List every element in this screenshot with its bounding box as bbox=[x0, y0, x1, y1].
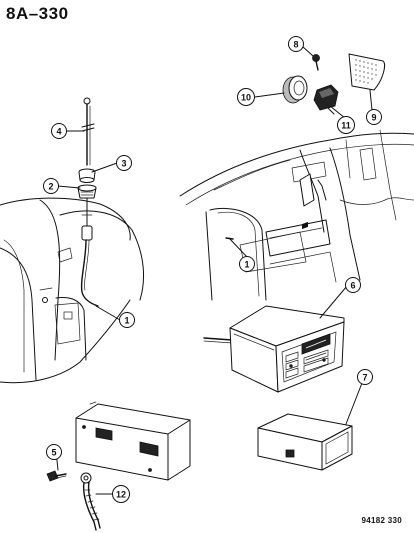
antenna-cap-nut bbox=[78, 168, 96, 183]
callout-1-panel-label: 1 bbox=[244, 260, 249, 270]
bracket-11 bbox=[313, 84, 339, 115]
instrument-panel bbox=[179, 129, 414, 301]
antenna-cable bbox=[80, 197, 99, 307]
callout-4-label: 4 bbox=[56, 127, 61, 137]
antenna-adapter bbox=[77, 184, 97, 199]
storage-bin-7 bbox=[257, 413, 353, 471]
callout-2: 2 bbox=[43, 178, 59, 194]
callout-5-label: 5 bbox=[51, 448, 56, 458]
callout-1-cable-label: 1 bbox=[124, 316, 129, 326]
callout-12-label: 12 bbox=[116, 490, 126, 500]
callout-11: 11 bbox=[337, 116, 355, 134]
callout-9: 9 bbox=[366, 109, 382, 125]
callout-10: 10 bbox=[237, 88, 255, 106]
speaker-grille-9 bbox=[348, 53, 386, 91]
callout-4: 4 bbox=[51, 123, 67, 139]
callout-8: 8 bbox=[288, 36, 304, 52]
radio-receiver-6 bbox=[203, 221, 345, 393]
callout-9-label: 9 bbox=[371, 113, 376, 123]
screw-5 bbox=[46, 470, 67, 482]
callout-8-label: 8 bbox=[293, 40, 298, 50]
figure-code: 94182 330 bbox=[361, 516, 402, 525]
callout-12: 12 bbox=[112, 485, 130, 503]
callout-6-label: 6 bbox=[350, 281, 355, 291]
amplifier-module bbox=[75, 401, 191, 481]
screw-8 bbox=[312, 54, 320, 71]
callout-leaders bbox=[55, 45, 373, 495]
callout-6: 6 bbox=[345, 277, 361, 293]
antenna-mast bbox=[81, 97, 95, 166]
callout-7-label: 7 bbox=[362, 373, 367, 383]
ground-strap-12 bbox=[80, 472, 101, 531]
callout-5: 5 bbox=[46, 444, 62, 460]
speaker-10 bbox=[282, 75, 308, 104]
fender-outline bbox=[0, 197, 144, 384]
callout-3: 3 bbox=[116, 155, 132, 171]
callout-7: 7 bbox=[357, 369, 373, 385]
callout-2-label: 2 bbox=[48, 182, 53, 192]
callout-1-panel: 1 bbox=[239, 256, 255, 272]
page-code: 8A–330 bbox=[6, 4, 69, 23]
callout-10-label: 10 bbox=[241, 93, 251, 103]
callout-3-label: 3 bbox=[121, 159, 126, 169]
callout-11-label: 11 bbox=[341, 121, 351, 131]
callout-1-cable: 1 bbox=[119, 312, 135, 328]
